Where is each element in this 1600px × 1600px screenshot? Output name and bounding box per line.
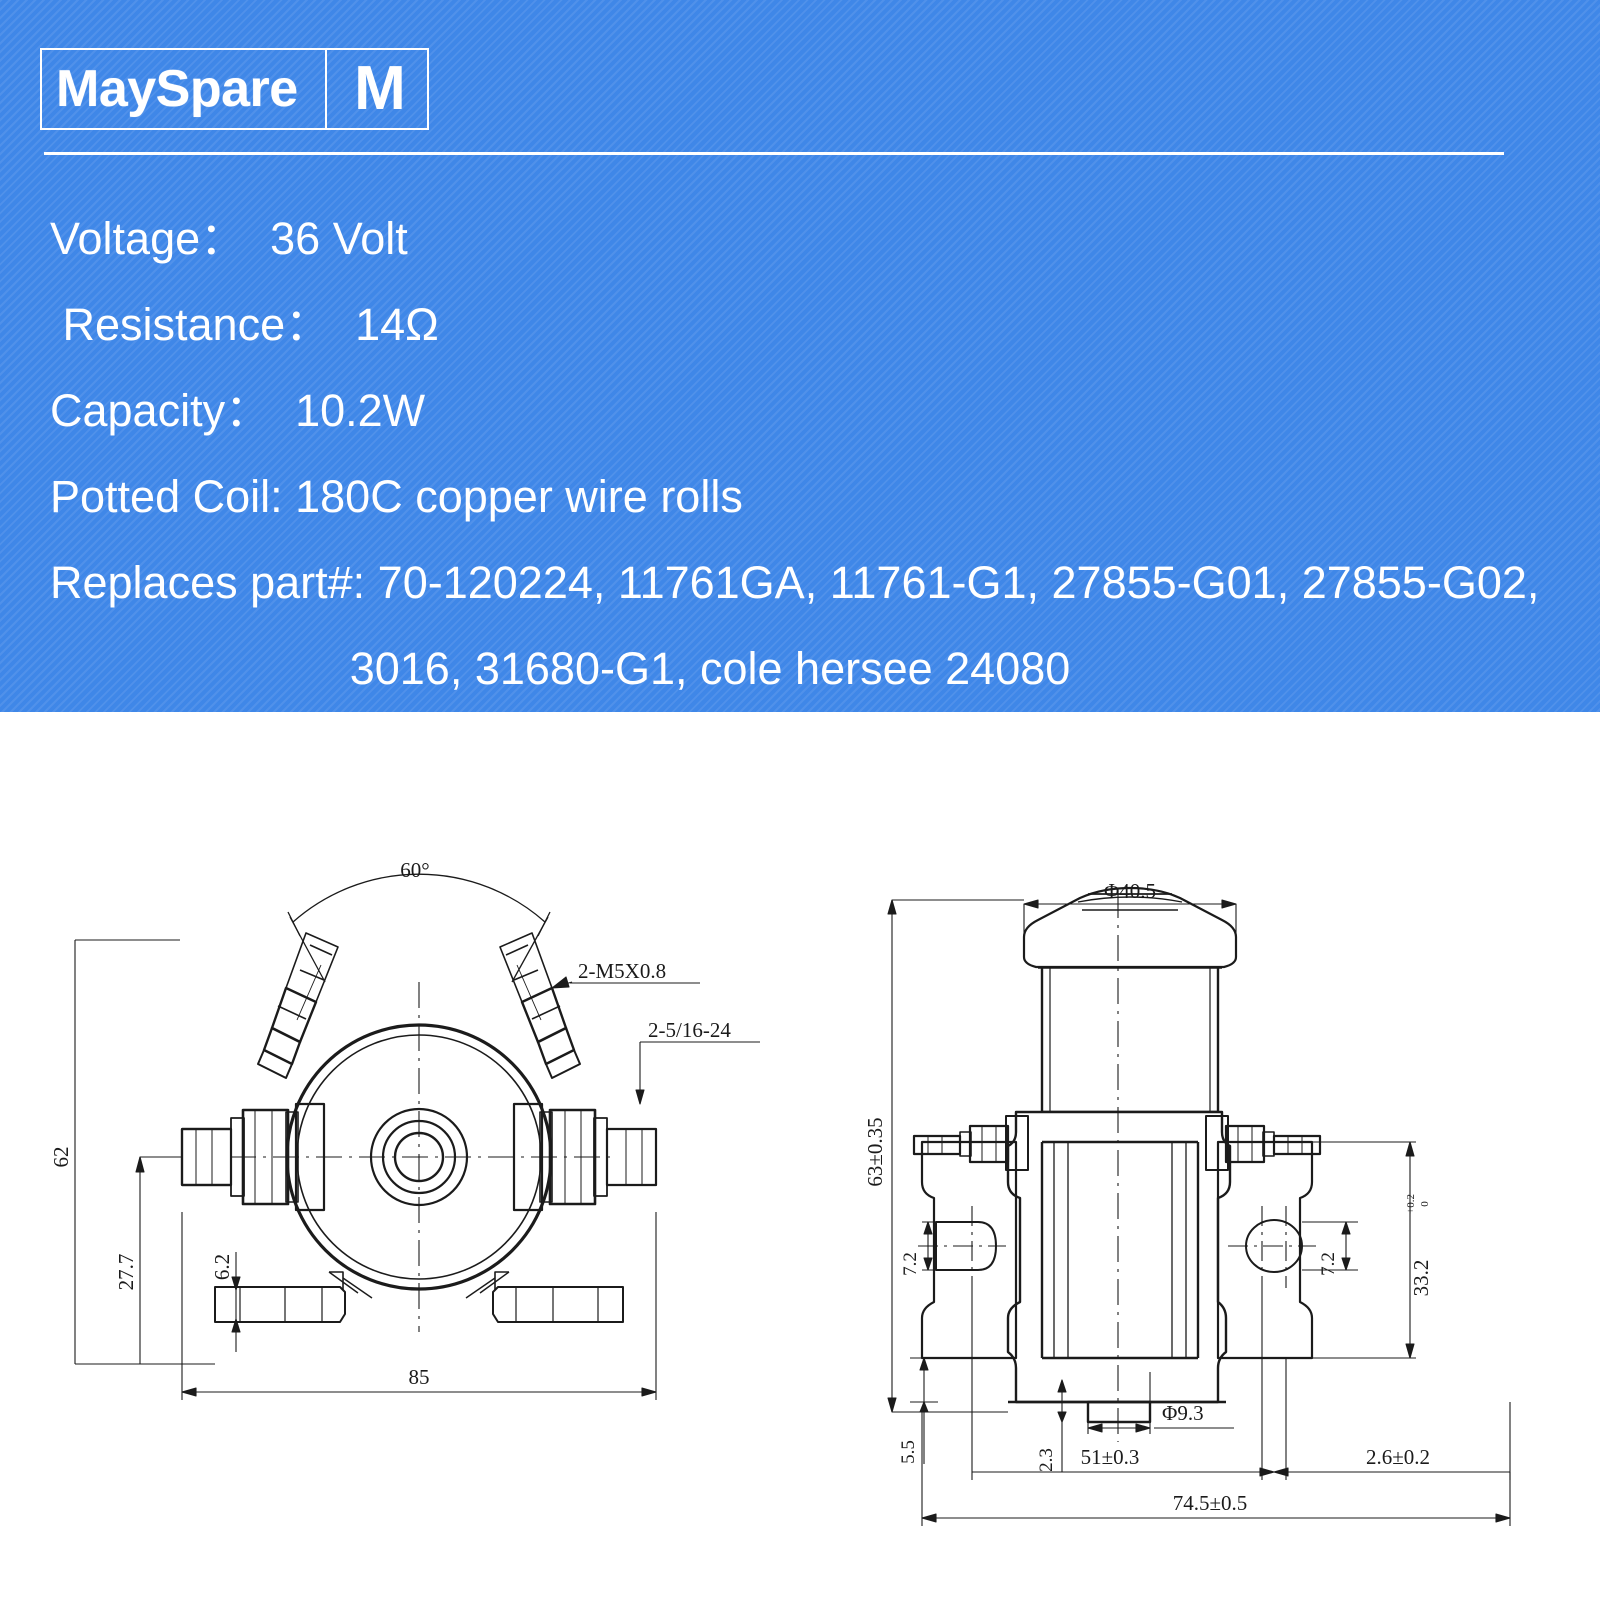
- side-terminal-right: [1205, 1115, 1322, 1171]
- leader-m5: [551, 976, 700, 989]
- spec-replaces-line-1: Replaces part#: 70-120224, 11761GA, 1176…: [50, 557, 1540, 608]
- dim-label-85: 85: [409, 1365, 430, 1389]
- dim-foot-5-5: [910, 1357, 938, 1464]
- mounting-foot-left: [214, 1271, 373, 1323]
- dim-label-stud-left: 7.2: [900, 1252, 921, 1276]
- header-banner: MaySpare M Voltage： 36 Volt Resistance： …: [0, 0, 1600, 712]
- dim-label-27-7: 27.7: [114, 1254, 138, 1291]
- dim-tab-hole: [1087, 1372, 1234, 1434]
- dim-label-foot-height: 5.5: [898, 1440, 919, 1464]
- brand-mark-icon: M: [325, 48, 429, 130]
- spec-replaces-line-2: 3016, 31680-G1, cole hersee 24080: [349, 643, 1071, 694]
- dim-6-2: [231, 1252, 241, 1352]
- dim-stud-left-7-2: [922, 1221, 940, 1271]
- drawing-side-view: Φ40.5 63±0.35 7.2 7.2 33.2 +0.2 0 5.5 2.…: [863, 879, 1511, 1526]
- side-terminal-left: [912, 1115, 1029, 1171]
- dim-27-7: [135, 1156, 182, 1364]
- technical-drawings: 60° 2-M5X0.8 2-5/16-24 62 27.7 6.2 85: [0, 712, 1600, 1600]
- dim-mount-spacing: [971, 1288, 1275, 1480]
- dim-width-74-5: [921, 1412, 1511, 1526]
- specification-list: Voltage： 36 Volt Resistance： 14Ω Capacit…: [50, 196, 1550, 712]
- dim-cap-diameter: [1023, 899, 1237, 934]
- dim-label-bracket-thickness: 2.6±0.2: [1366, 1445, 1430, 1469]
- dim-label-stud-right: 7.2: [1318, 1252, 1339, 1276]
- header-divider: [44, 152, 1504, 155]
- center-lines: [230, 982, 610, 1332]
- dim-label-tab-hole: Φ9.3: [1162, 1401, 1204, 1425]
- solenoid-upper-body: [1040, 968, 1220, 1114]
- dim-label-bracket-tol-lower: 0: [1419, 1201, 1431, 1207]
- spec-potted-coil: Potted Coil: 180C copper wire rolls: [50, 471, 743, 522]
- dim-label-stud-thread: 2-5/16-24: [648, 1018, 731, 1042]
- spec-capacity: Capacity： 10.2W: [50, 385, 426, 436]
- dim-label-cap-diameter: Φ40.5: [1104, 879, 1156, 903]
- mounting-foot-right: [465, 1271, 624, 1323]
- bracket-left: [918, 1140, 1018, 1360]
- dim-bracket-33-2: [1312, 1141, 1416, 1359]
- dim-label-tab-thickness: 2.3: [1036, 1448, 1057, 1472]
- solenoid-coil-body: [1006, 1110, 1232, 1404]
- terminal-m5-left: [257, 932, 339, 1079]
- terminal-m5-right: [499, 932, 581, 1079]
- brand-name: MaySpare: [56, 60, 298, 118]
- drawing-top-view: 60° 2-M5X0.8 2-5/16-24 62 27.7 6.2 85: [49, 858, 760, 1400]
- dim-tab-2-3: [1057, 1379, 1067, 1472]
- dim-label-63: 63±0.35: [863, 1117, 887, 1186]
- dim-label-bracket-tol-upper: +0.2: [1405, 1194, 1417, 1214]
- dim-62: [74, 939, 215, 1365]
- angle-dimension-60: [287, 873, 551, 983]
- dim-label-6-2: 6.2: [210, 1254, 234, 1280]
- dim-label-coil-thread: 2-M5X0.8: [578, 959, 666, 983]
- brand-mark-letter: M: [354, 54, 406, 123]
- dim-height-63: [887, 899, 1024, 1413]
- dim-label-62: 62: [49, 1147, 73, 1168]
- solenoid-cap: [1022, 886, 1238, 969]
- dim-label-bracket-height: 33.2: [1409, 1260, 1433, 1297]
- dim-label-mount-spacing: 51±0.3: [1081, 1445, 1140, 1469]
- spec-resistance: Resistance： 14Ω: [50, 299, 439, 350]
- brand-logo: MaySpare M: [40, 48, 429, 130]
- stud-right: [512, 1102, 658, 1212]
- spec-voltage: Voltage： 36 Volt: [50, 213, 408, 264]
- dim-85: [181, 1212, 657, 1400]
- bracket-right: [1216, 1140, 1316, 1360]
- dim-bracket-thickness: [1273, 1358, 1511, 1480]
- dim-stud-right-7-2: [1302, 1221, 1358, 1271]
- dim-label-width-74-5: 74.5±0.5: [1173, 1491, 1248, 1515]
- stud-left: [180, 1102, 326, 1212]
- dim-label-angle: 60°: [400, 858, 429, 882]
- leader-stud: [635, 1041, 760, 1105]
